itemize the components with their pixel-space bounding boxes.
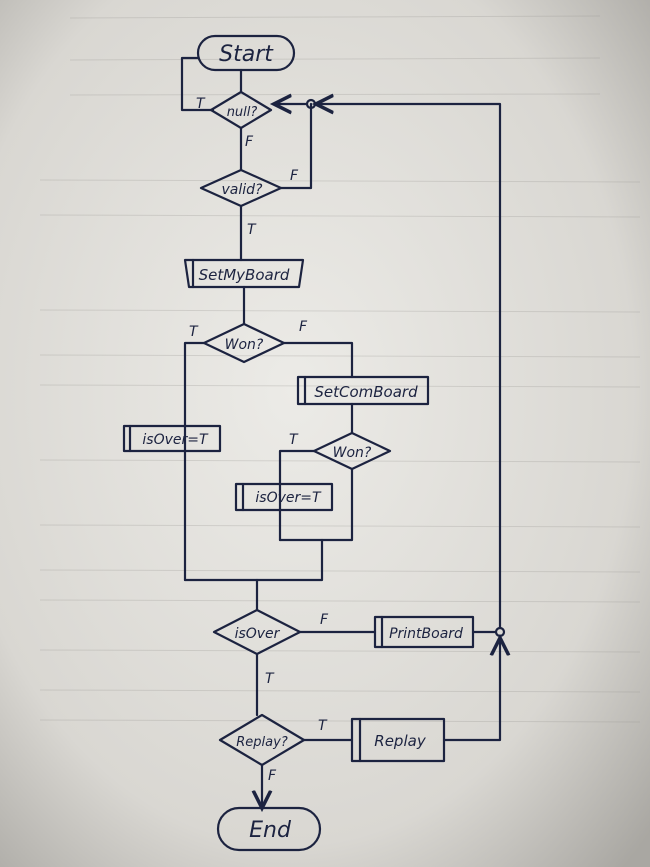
is-over-set-2-label: isOver=T — [255, 490, 322, 506]
won2-true-label: T — [289, 432, 299, 448]
is-over-set-2-process — [234, 482, 334, 512]
won1-true-edge — [183, 341, 206, 582]
inner-merge-edge — [183, 538, 324, 582]
valid-decision-label: valid? — [222, 182, 264, 198]
won1-false-edge — [282, 341, 354, 379]
set-com-board-process — [296, 375, 430, 406]
won2-false-edge — [278, 467, 354, 542]
null-false-label: F — [245, 134, 254, 150]
replay-to-loop-edge — [442, 640, 500, 742]
valid-true-label: T — [247, 222, 257, 238]
set-my-board-label: SetMyBoard — [199, 266, 290, 284]
print-board-label: PrintBoard — [389, 626, 463, 642]
is-over-set-1-label: isOver=T — [142, 432, 209, 448]
loop-return-edge — [318, 104, 502, 630]
null-true-label: T — [196, 96, 206, 112]
replay-label: Replay — [374, 732, 427, 750]
won1-true-label: T — [189, 324, 199, 340]
replay-true-label: T — [318, 718, 328, 734]
won-decision-1 — [202, 322, 286, 364]
start-label: Start — [219, 42, 274, 67]
null-decision-label: null? — [227, 105, 258, 120]
end-terminal — [216, 806, 322, 852]
replay-decision-label: Replay? — [236, 735, 288, 750]
is-over-decision-label: isOver — [235, 626, 281, 642]
won-decision-1-label: Won? — [225, 337, 264, 353]
won1-false-label: F — [299, 319, 308, 335]
isover-false-label: F — [320, 612, 329, 628]
bleed-through-texture — [39, 15, 641, 723]
null-true-loop-edge — [180, 56, 215, 112]
set-my-board-process — [183, 258, 305, 289]
isover-true-label: T — [265, 671, 275, 687]
valid-false-label: F — [290, 168, 299, 184]
start-terminal — [196, 34, 296, 72]
replay-false-label: F — [268, 768, 277, 784]
end-label: End — [249, 818, 292, 843]
valid-false-edge — [279, 102, 313, 190]
is-over-set-1-process — [122, 424, 222, 453]
set-com-board-label: SetComBoard — [314, 383, 418, 401]
won-decision-2-label: Won? — [333, 445, 372, 461]
